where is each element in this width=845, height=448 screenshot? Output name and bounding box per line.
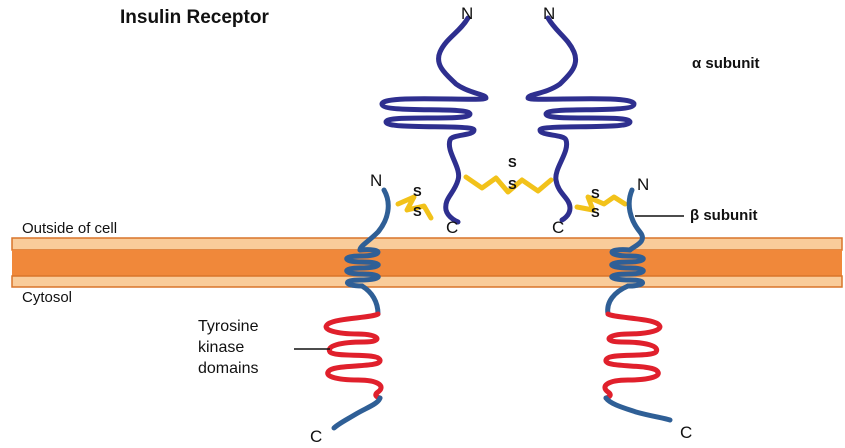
s-label-alpha-alpha-bottom: S — [508, 177, 517, 192]
alpha-subunits — [379, 15, 637, 225]
s-label-left-bottom: S — [413, 204, 422, 219]
tyrosine-kinase-label-line2: kinase — [198, 339, 245, 356]
disulfide-bond-left-alpha-beta — [395, 194, 434, 221]
beta-chain-right-linker — [605, 283, 631, 317]
c-terminus-alpha-right: C — [552, 218, 565, 237]
beta-subunit-label: β subunit — [690, 207, 758, 224]
n-terminus-beta-right: N — [637, 175, 650, 194]
cell-membrane — [11, 237, 843, 288]
tyrosine-kinase-label-line1: Tyrosine — [198, 318, 259, 335]
s-label-right-bottom: S — [591, 205, 600, 220]
s-label-right-top: S — [591, 186, 600, 201]
disulfide-bond-right-alpha-beta — [574, 194, 628, 213]
beta-chain-right-transmembrane-helix — [609, 247, 646, 289]
n-terminus-alpha-right: N — [543, 4, 556, 23]
n-terminus-alpha-left: N — [461, 4, 474, 23]
beta-chain-left-kinase — [323, 311, 384, 401]
outside-of-cell-label: Outside of cell — [22, 220, 118, 237]
membrane-inner-leaflet — [11, 275, 843, 288]
membrane-core — [12, 250, 842, 276]
beta-chain-left-transmembrane-helix — [344, 247, 381, 289]
c-terminus-alpha-left: C — [446, 218, 459, 237]
s-label-alpha-alpha-top: S — [508, 155, 517, 170]
alpha-subunit-label: α subunit — [692, 55, 760, 72]
beta-chain-right-extracellular — [626, 187, 645, 253]
tyrosine-kinase-label: Tyrosine kinase domains — [198, 316, 258, 379]
tyrosine-kinase-label-line3: domains — [198, 360, 259, 377]
alpha-chain-left — [379, 15, 489, 225]
n-terminus-beta-left: N — [370, 171, 383, 190]
beta-chain-right-kinase — [602, 311, 663, 401]
beta-chain-left-linker — [359, 283, 381, 317]
cytosol-label: Cytosol — [22, 289, 73, 306]
c-terminus-beta-left: C — [310, 427, 323, 446]
beta-chain-right-c-terminal — [603, 395, 673, 423]
leader-lines — [294, 215, 684, 350]
s-label-left-top: S — [413, 184, 422, 199]
diagram-title: Insulin Receptor — [120, 7, 269, 28]
beta-subunits — [323, 187, 673, 431]
alpha-chain-right — [525, 15, 637, 223]
c-terminus-beta-right: C — [680, 423, 693, 442]
disulfide-bonds — [395, 174, 628, 221]
membrane-outer-leaflet — [11, 237, 843, 251]
beta-chain-left-extracellular — [357, 187, 391, 253]
beta-chain-left-c-terminal — [331, 395, 383, 431]
disulfide-bond-alpha-alpha — [463, 174, 554, 195]
